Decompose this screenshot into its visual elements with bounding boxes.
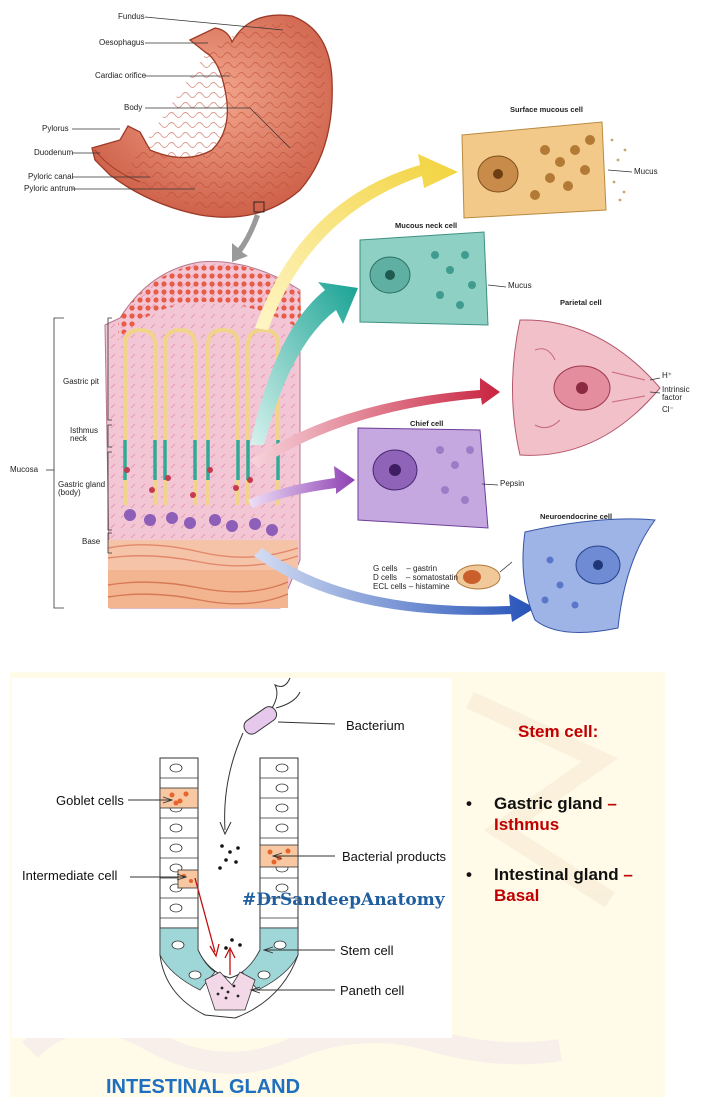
label-gastric-gland-body: Gastric gland (body) [58,480,106,498]
gland-left-wall [159,757,199,929]
label-mucus-2: Mucus [508,281,532,290]
bacterium [219,677,336,836]
bullet-intestinal-label: Intestinal gland [494,865,619,884]
bullet-icon: • [466,794,472,813]
label-intermediate-cell: Intermediate cell [22,868,118,883]
bullet-gastric-value: Isthmus [494,815,560,834]
label-parietal-cell: Parietal cell [560,298,602,307]
label-neuroendocrine-cell: Neuroendocrine cell [540,512,613,521]
label-oesophagus: Oesophagus [99,38,145,47]
label-surface-mucous-cell: Surface mucous cell [510,105,583,114]
label-ecl-cells: ECL cells – histamine [373,582,450,591]
bacterial-product-dots [218,844,242,950]
gland-base [159,877,299,1019]
label-bacterial-products: Bacterial products [342,849,447,864]
gastric-anatomy-illustration [46,14,661,633]
label-pyloric-antrum: Pyloric antrum [24,184,76,193]
mucosa-bracket [46,317,112,609]
label-paneth-cell: Paneth cell [340,983,405,998]
label-h-plus: H⁺ [662,371,672,380]
label-cl-minus: Cl⁻ [662,405,674,414]
zoom-arrow [232,214,260,262]
intestinal-leader-lines [128,796,335,994]
watermark-hashtag: #DrSandeepAnatomy [242,890,445,910]
bullet-gastric-label: Gastric gland [494,794,603,813]
label-cardiac-orifice: Cardiac orifice [95,71,147,80]
bullet-item-intestinal: • Intestinal gland – Basal [466,864,696,908]
gland-right-wall [259,757,299,929]
mucous-neck-cell [359,231,507,326]
bullet-intestinal-dash: – [618,865,633,884]
label-g-cells: G cells – gastrin [373,564,438,573]
stomach-leader-lines [72,16,291,190]
bullet-gastric-dash: – [602,794,617,813]
stem-cell-title: Stem cell: [518,722,599,741]
label-pylorus: Pylorus [42,124,69,133]
label-goblet-cells: Goblet cells [56,793,124,808]
arrow-to-mucous-neck-cell [250,282,358,445]
enteroendocrine-inset [455,561,513,590]
arrow-to-chief-cell [248,466,355,508]
chief-cell [357,427,499,529]
label-duodenum: Duodenum [34,148,74,157]
label-stem-cell: Stem cell [340,943,394,958]
label-fundus: Fundus [118,12,145,21]
label-bacterium: Bacterium [346,718,405,733]
label-intrinsic-factor: Intrinsic factor [662,385,690,403]
label-gastric-pit: Gastric pit [63,377,100,386]
surface-mucous-cell [461,121,633,219]
label-pepsin: Pepsin [500,479,525,488]
arrow-to-surface-mucous-cell [255,154,458,330]
stomach [91,14,333,218]
arrow-to-parietal-cell [250,378,500,468]
arrow-to-neuroendocrine-cell [254,548,535,622]
label-mucosa: Mucosa [10,465,39,474]
neuroendocrine-cell [522,518,656,633]
label-mucus-1: Mucus [634,167,658,176]
label-chief-cell: Chief cell [410,419,444,428]
label-base: Base [82,537,101,546]
label-body: Body [124,103,143,112]
bullet-icon: • [466,865,472,884]
gastric-mucosa-block [104,261,302,609]
label-isthmus-neck: Isthmus neck [70,426,99,444]
bullet-item-gastric: • Gastric gland – Isthmus [466,793,696,837]
bullet-intestinal-value: Basal [494,886,540,905]
label-pyloric-canal: Pyloric canal [28,172,74,181]
intestinal-gland-illustration [10,672,665,1097]
footer-title: INTESTINAL GLAND [106,1076,301,1098]
parietal-cell [512,319,661,456]
label-d-cells: D cells – somatostatin [373,573,458,582]
label-mucous-neck-cell: Mucous neck cell [395,221,458,230]
